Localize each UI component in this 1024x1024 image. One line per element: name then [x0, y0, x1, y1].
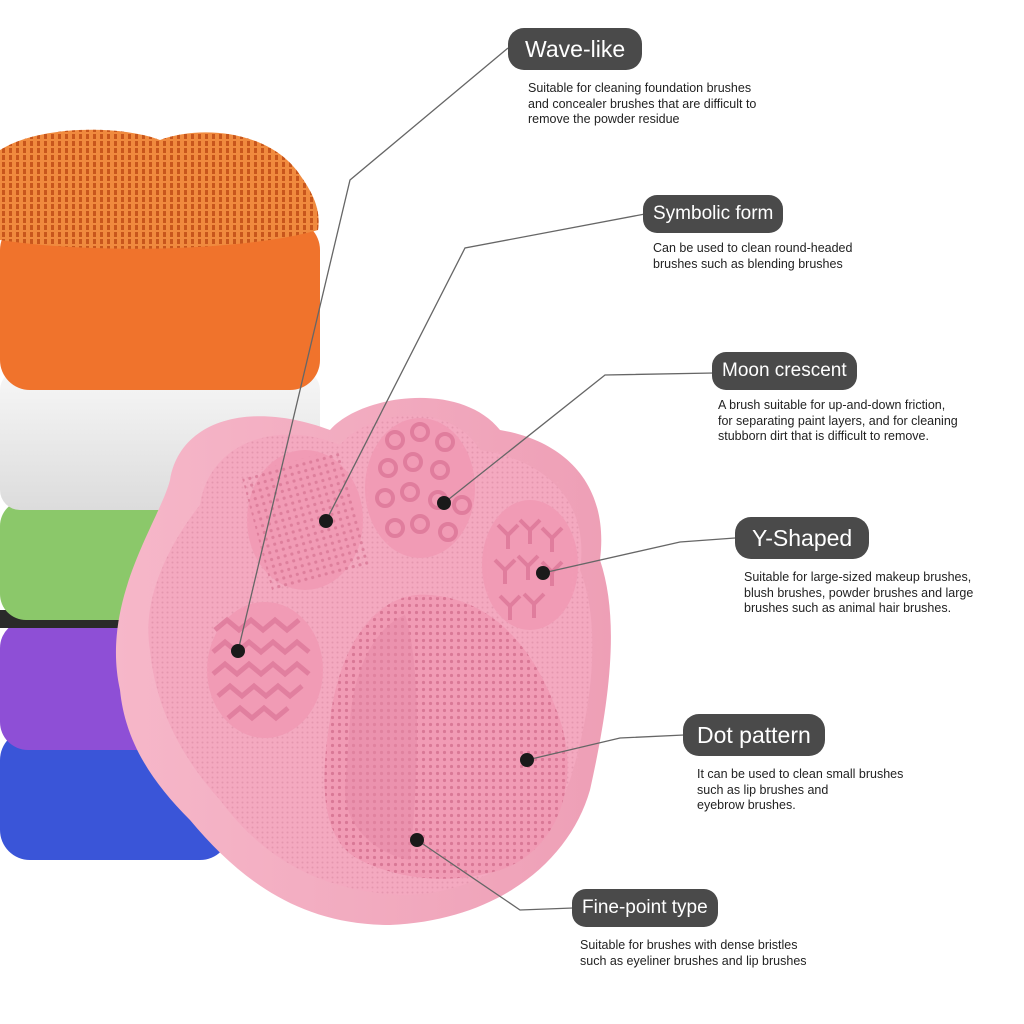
- callout-title: Symbolic form: [643, 195, 784, 233]
- callout-description: Suitable for cleaning foundation brushes…: [528, 81, 757, 127]
- orange-pad-side: [0, 220, 320, 390]
- callout-description: It can be used to clean small brushes su…: [697, 767, 904, 813]
- callout-dot-pattern: Dot pattern It can be used to clean smal…: [683, 714, 903, 814]
- callout-title: Moon crescent: [712, 352, 857, 390]
- pad-stack: [0, 129, 320, 860]
- leader-lines: [237, 47, 736, 911]
- callout-description: Suitable for large-sized makeup brushes,…: [744, 570, 974, 616]
- callout-description: Suitable for brushes with dense bristles…: [580, 938, 807, 968]
- callout-title: Y-Shaped: [735, 517, 870, 559]
- marker-dots: [231, 496, 550, 847]
- callout-y-shaped: Y-Shaped Suitable for large-sized makeup…: [735, 517, 973, 617]
- callout-description: A brush suitable for up-and-down frictio…: [718, 398, 958, 444]
- pink-paw-pad: [115, 397, 611, 925]
- callout-symbolic-form: Symbolic form Can be used to clean round…: [643, 195, 852, 272]
- callout-wave-like: Wave-like Suitable for cleaning foundati…: [508, 28, 756, 128]
- callout-title: Wave-like: [508, 28, 643, 70]
- callout-moon-crescent: Moon crescent A brush suitable for up-an…: [712, 352, 958, 445]
- callout-title: Fine-point type: [572, 889, 718, 927]
- callout-title: Dot pattern: [683, 714, 825, 756]
- callout-fine-point-type: Fine-point type Suitable for brushes wit…: [572, 889, 807, 969]
- callout-description: Can be used to clean round-headed brushe…: [653, 241, 853, 271]
